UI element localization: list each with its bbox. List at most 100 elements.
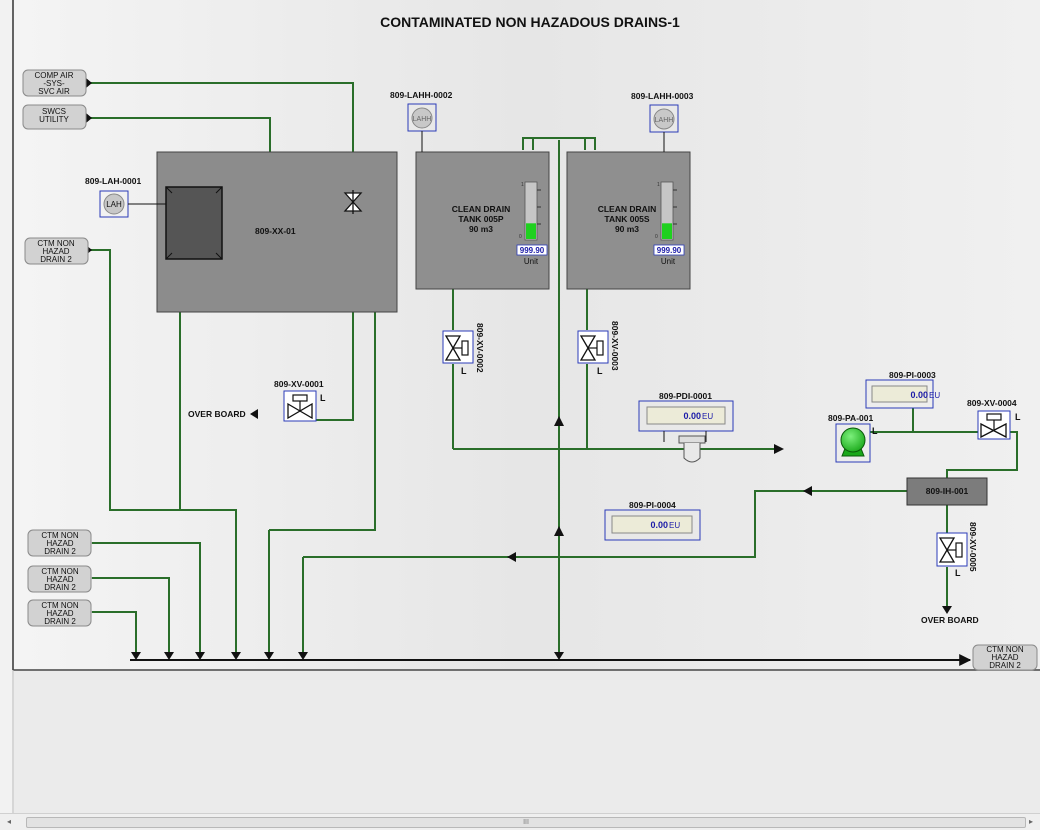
page-title: CONTAMINATED NON HAZADOUS DRAINS-1 xyxy=(380,14,680,30)
package-809-xx-01[interactable]: 809-XX-01 xyxy=(156,151,398,313)
svg-text:0.00: 0.00 xyxy=(650,520,668,530)
svg-text:LAHH: LAHH xyxy=(413,116,432,123)
scroll-thumb[interactable]: III xyxy=(26,817,1026,828)
scroll-left-icon[interactable]: ◂ xyxy=(6,817,11,826)
svg-text:Unit: Unit xyxy=(524,257,539,266)
svg-text:COMP AIR: COMP AIR xyxy=(35,71,74,80)
svg-text:L: L xyxy=(1015,412,1021,422)
scroll-grip-icon: III xyxy=(523,819,529,826)
clean-drain-tank-005s[interactable]: CLEAN DRAIN TANK 005S 90 m3 1 0 999.90 U… xyxy=(566,151,691,290)
svg-text:809-XV-0001: 809-XV-0001 xyxy=(274,379,324,389)
over-board-label-1: OVER BOARD xyxy=(188,409,246,419)
svg-text:0.00: 0.00 xyxy=(910,390,928,400)
alarm-lah-0001[interactable]: 809-LAH-0001 LAH xyxy=(85,176,166,218)
lower-panel xyxy=(14,671,1040,813)
source-swcs-utility[interactable]: SWCS UTILITY xyxy=(22,104,87,130)
svg-text:L: L xyxy=(872,426,878,436)
svg-text:DRAIN 2: DRAIN 2 xyxy=(44,617,76,626)
svg-text:LAH: LAH xyxy=(106,200,122,209)
svg-text:CTM NON: CTM NON xyxy=(41,601,79,610)
svg-text:TANK 005P: TANK 005P xyxy=(458,214,504,224)
heater-ih-001[interactable]: 809-IH-001 xyxy=(906,477,988,506)
svg-text:809-IH-001: 809-IH-001 xyxy=(926,486,969,496)
svg-text:809-XX-01: 809-XX-01 xyxy=(255,226,296,236)
package-butterfly-valve-icon[interactable] xyxy=(343,190,363,214)
svg-text:999.90: 999.90 xyxy=(520,246,545,255)
instrument-pdi-0001[interactable]: 809-PDI-0001 0.00 EU xyxy=(638,391,734,463)
svg-text:UTILITY: UTILITY xyxy=(39,115,69,124)
svg-text:CTM NON: CTM NON xyxy=(41,531,79,540)
svg-text:809-LAHH-0003: 809-LAHH-0003 xyxy=(631,91,694,101)
svg-text:809-LAH-0001: 809-LAH-0001 xyxy=(85,176,141,186)
instrument-pi-0003[interactable]: 809-PI-0003 0.00 EU xyxy=(865,370,940,409)
svg-text:1: 1 xyxy=(521,182,524,188)
tank-005p-level-fill xyxy=(526,223,536,239)
svg-text:1: 1 xyxy=(657,182,660,188)
svg-text:809-PI-0004: 809-PI-0004 xyxy=(629,500,676,510)
svg-text:HAZAD: HAZAD xyxy=(991,653,1018,662)
svg-text:809-PI-0003: 809-PI-0003 xyxy=(889,370,936,380)
svg-text:L: L xyxy=(320,393,326,403)
source-ctm-drain-2[interactable]: CTM NON HAZAD DRAIN 2 xyxy=(27,529,92,557)
svg-text:CLEAN DRAIN: CLEAN DRAIN xyxy=(452,204,511,214)
svg-text:DRAIN 2: DRAIN 2 xyxy=(40,255,72,264)
svg-text:999.90: 999.90 xyxy=(657,246,682,255)
svg-text:HAZAD: HAZAD xyxy=(46,539,73,548)
svg-text:809-XV-0004: 809-XV-0004 xyxy=(967,398,1017,408)
svg-text:LAHH: LAHH xyxy=(655,117,674,124)
instrument-pi-0004[interactable]: 809-PI-0004 0.00 EU xyxy=(604,500,701,541)
svg-text:809-LAHH-0002: 809-LAHH-0002 xyxy=(390,90,453,100)
svg-text:Unit: Unit xyxy=(661,257,676,266)
valve-xv-0002[interactable]: L 809-XV-0002 xyxy=(442,323,485,376)
svg-text:809-XV-0005: 809-XV-0005 xyxy=(968,522,978,572)
svg-text:809-PDI-0001: 809-PDI-0001 xyxy=(659,391,712,401)
svg-text:0.00: 0.00 xyxy=(683,411,701,421)
svg-text:0: 0 xyxy=(655,234,658,240)
svg-text:-SYS-: -SYS- xyxy=(43,79,65,88)
svg-text:SVC AIR: SVC AIR xyxy=(38,87,70,96)
valve-xv-0005[interactable]: L 809-XV-0005 xyxy=(936,522,978,578)
svg-text:L: L xyxy=(461,366,467,376)
source-ctm-drain-1[interactable]: CTM NON HAZAD DRAIN 2 xyxy=(24,237,89,265)
destination-ctm-drain[interactable]: CTM NON HAZAD DRAIN 2 xyxy=(972,644,1038,671)
svg-text:CTM NON: CTM NON xyxy=(986,645,1024,654)
svg-text:HAZAD: HAZAD xyxy=(42,247,69,256)
svg-text:EU: EU xyxy=(929,391,940,400)
svg-text:HAZAD: HAZAD xyxy=(46,575,73,584)
source-comp-air[interactable]: COMP AIR -SYS- SVC AIR xyxy=(22,69,87,97)
alarm-lahh-0002[interactable]: 809-LAHH-0002 LAHH xyxy=(390,90,453,152)
svg-text:L: L xyxy=(597,366,603,376)
source-ctm-drain-4[interactable]: CTM NON HAZAD DRAIN 2 xyxy=(27,599,92,627)
alarm-lahh-0003[interactable]: 809-LAHH-0003 LAHH xyxy=(631,91,694,152)
over-board-label-2: OVER BOARD xyxy=(921,615,979,625)
header-arrows xyxy=(131,652,564,660)
svg-text:EU: EU xyxy=(702,412,713,421)
pump-pa-001[interactable]: 809-PA-001 L xyxy=(828,413,878,463)
valve-xv-0004[interactable]: 809-XV-0004 L xyxy=(967,398,1021,440)
svg-text:809-PA-001: 809-PA-001 xyxy=(828,413,873,423)
svg-text:809-XV-0003: 809-XV-0003 xyxy=(610,321,620,371)
svg-text:CTM NON: CTM NON xyxy=(41,567,79,576)
clean-drain-tank-005p[interactable]: CLEAN DRAIN TANK 005P 90 m3 1 0 999.90 U… xyxy=(415,151,550,290)
svg-text:CTM NON: CTM NON xyxy=(37,239,75,248)
valve-xv-0003[interactable]: L 809-XV-0003 xyxy=(577,321,620,376)
svg-text:SWCS: SWCS xyxy=(42,107,66,116)
svg-text:TANK 005S: TANK 005S xyxy=(604,214,650,224)
diagram-area xyxy=(13,0,1040,670)
svg-text:90 m3: 90 m3 xyxy=(615,224,639,234)
svg-text:L: L xyxy=(955,568,961,578)
valve-xv-0001[interactable]: 809-XV-0001 L xyxy=(274,379,326,422)
svg-text:90 m3: 90 m3 xyxy=(469,224,493,234)
tank-005s-level-fill xyxy=(662,223,672,239)
svg-text:809-XV-0002: 809-XV-0002 xyxy=(475,323,485,373)
svg-text:HAZAD: HAZAD xyxy=(46,609,73,618)
svg-text:0: 0 xyxy=(519,234,522,240)
svg-text:DRAIN 2: DRAIN 2 xyxy=(44,583,76,592)
svg-text:DRAIN 2: DRAIN 2 xyxy=(44,547,76,556)
svg-text:EU: EU xyxy=(669,521,680,530)
horizontal-scrollbar[interactable]: ◂ III ▸ xyxy=(0,813,1040,830)
scroll-right-icon[interactable]: ▸ xyxy=(1028,817,1033,826)
svg-text:DRAIN 2: DRAIN 2 xyxy=(989,661,1021,670)
source-ctm-drain-3[interactable]: CTM NON HAZAD DRAIN 2 xyxy=(27,565,92,593)
svg-text:CLEAN DRAIN: CLEAN DRAIN xyxy=(598,204,657,214)
